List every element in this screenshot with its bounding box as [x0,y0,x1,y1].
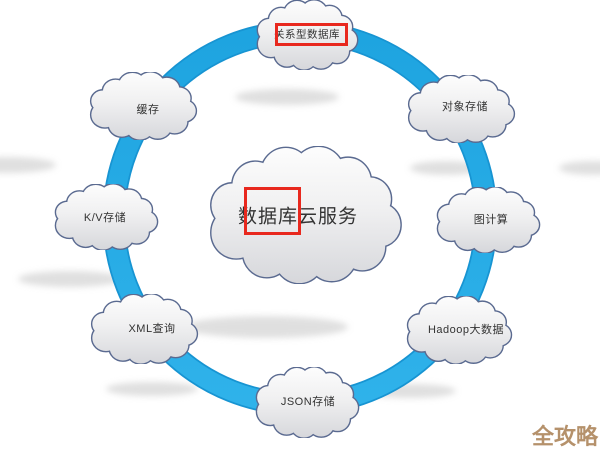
node-label-xml-query: XML查询 [128,323,176,335]
center-cloud-title: 数据库云服务 [237,206,359,228]
node-label-hadoop-bigdata: Hadoop大数据 [427,324,505,336]
watermark-text: 全攻略 [531,424,598,449]
node-label-kv-storage: K/V存储 [83,212,127,224]
node-label-json-storage: JSON存储 [280,396,336,408]
node-label-cache: 缓存 [136,104,160,116]
node-label-relational-database: 关系型数据库 [274,28,340,41]
node-label-graph-computing: 图计算 [473,214,509,226]
node-label-object-storage: 对象存储 [442,101,488,113]
highlight-box-center-title [244,187,301,235]
highlight-box-relational-database [275,23,348,46]
